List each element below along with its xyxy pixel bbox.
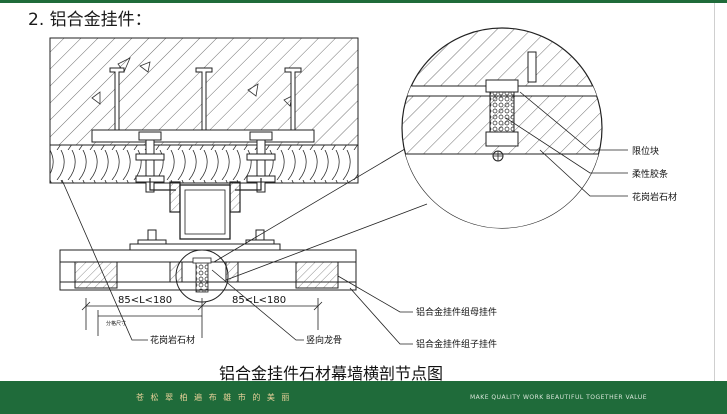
embedded-plate: [91, 129, 315, 143]
page-border-line: [714, 3, 715, 381]
angle-connectors: [149, 178, 262, 213]
label-leaders: [61, 179, 413, 345]
dimension-lines: [81, 298, 323, 338]
vertical-keel: [179, 184, 231, 240]
detail-label-leaders: [505, 91, 628, 197]
wall-band: [49, 144, 359, 184]
keel-bolts: [129, 229, 281, 251]
footer-slogan: 苍 松 翠 柏 遍 布 雄 市 的 美 丽: [136, 393, 292, 402]
dimension-left: 85<L<180: [118, 295, 172, 306]
label-child-piece: 铝合金挂件组子挂件: [416, 338, 497, 350]
dimension-note: 分格尺寸: [106, 320, 126, 327]
label-granite-right: 花岗岩石材: [632, 191, 677, 203]
enlarged-detail: [401, 27, 603, 229]
detail-leader-top: [213, 142, 416, 263]
footer-english: MAKE QUALITY WORK BEAUTIFUL TOGETHER VAL…: [470, 394, 648, 401]
drawing-caption: 铝合金挂件石材幕墙横剖节点图: [219, 364, 444, 383]
label-granite-left: 花岗岩石材: [150, 334, 195, 346]
top-accent-bar: [0, 0, 727, 3]
label-mother-piece: 铝合金挂件组母挂件: [416, 306, 497, 318]
section-heading: 2. 铝合金挂件：: [28, 10, 152, 30]
detail-leader-bottom: [225, 203, 428, 281]
footer-bar: 苍 松 翠 柏 遍 布 雄 市 的 美 丽 MAKE QUALITY WORK …: [0, 381, 727, 414]
label-vertical-keel: 竖向龙骨: [306, 334, 342, 346]
label-limit-block: 限位块: [632, 145, 659, 157]
label-flexible-strip: 柔性胶条: [632, 168, 668, 180]
dimension-right: 85<L<180: [232, 295, 286, 306]
